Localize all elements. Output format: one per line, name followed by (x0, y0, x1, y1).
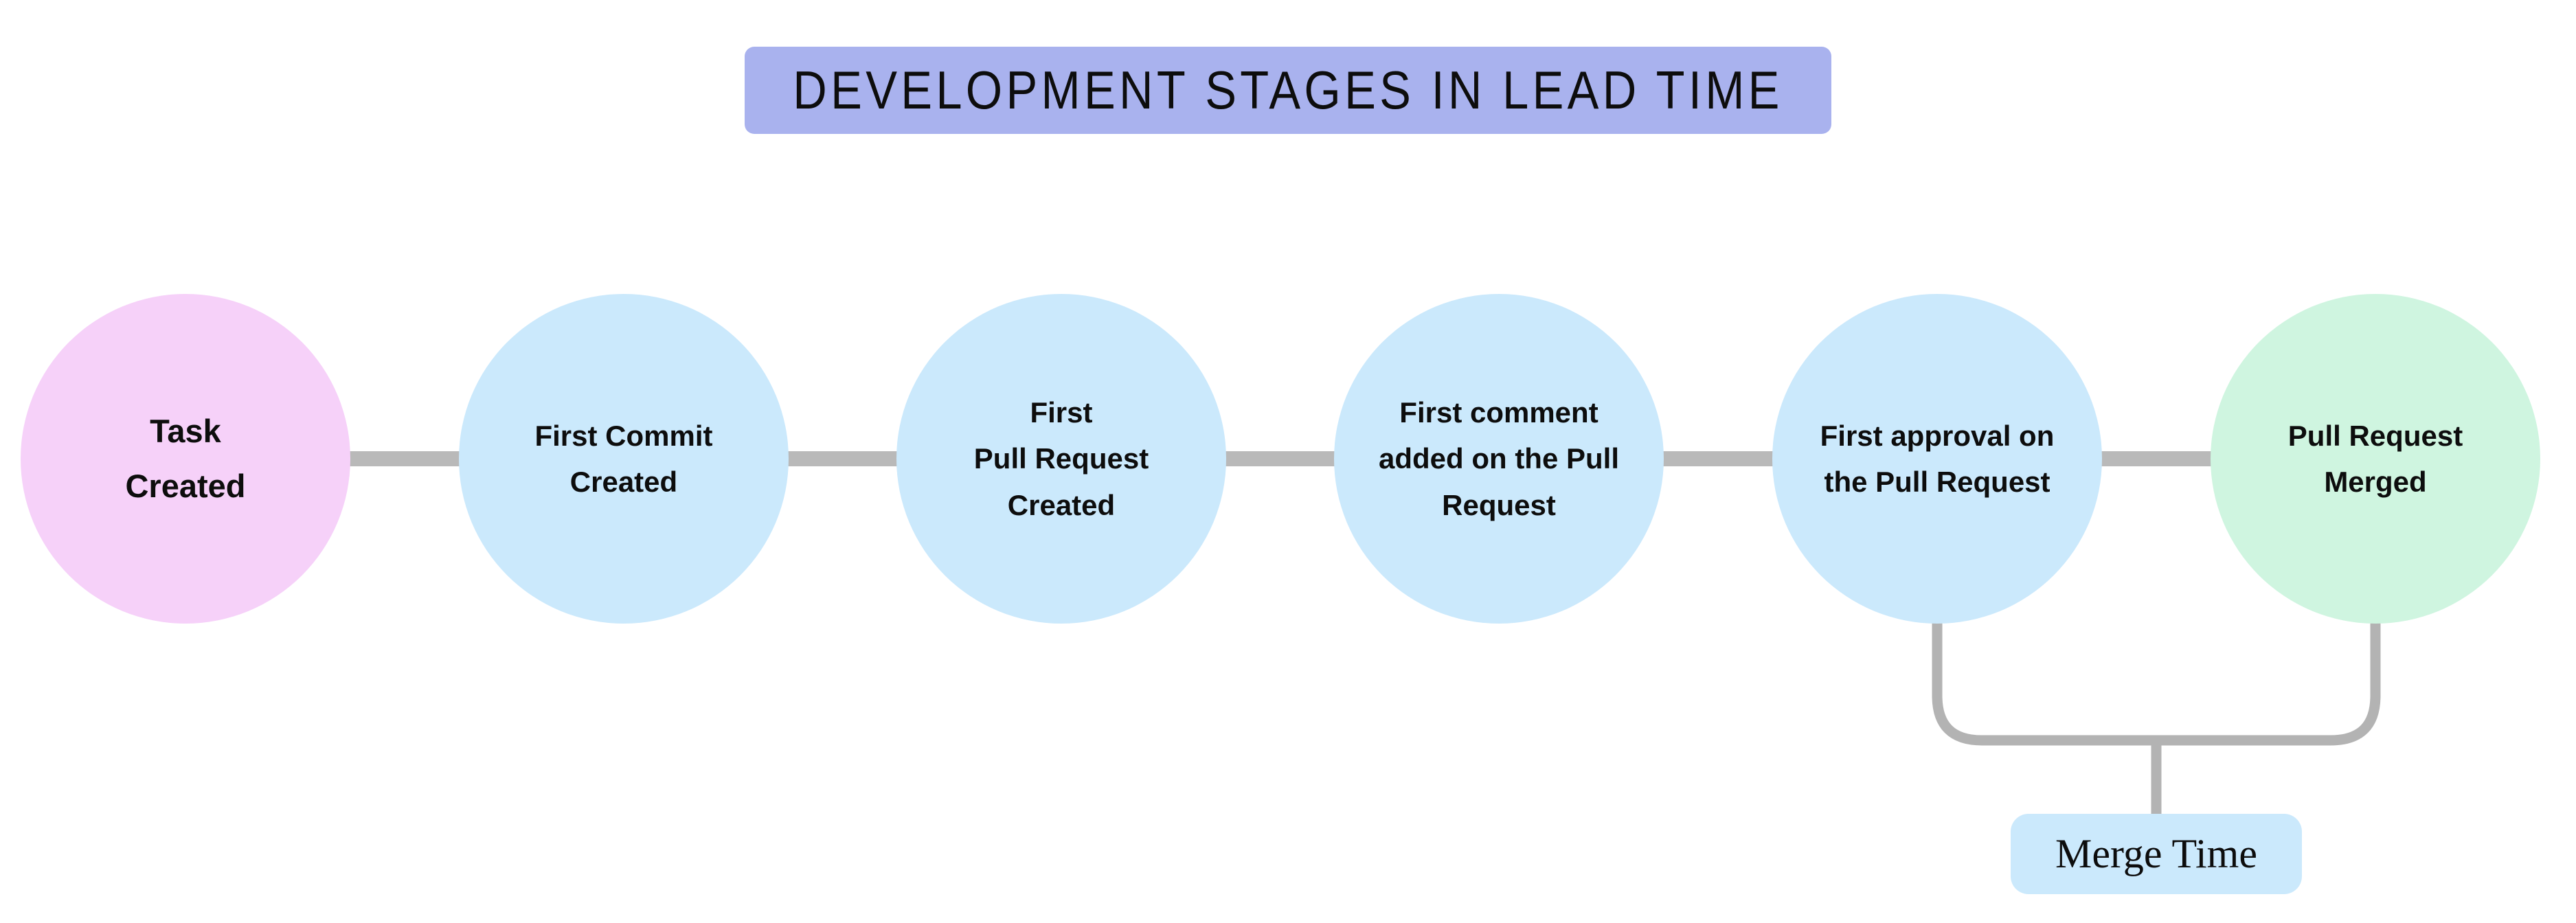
stage-task-created: Task Created (21, 294, 350, 624)
diagram-title-text: DEVELOPMENT STAGES IN LEAD TIME (793, 60, 1783, 120)
stage-label: Pull Request Merged (2287, 419, 2463, 498)
bracket-curve (1932, 620, 2381, 746)
stage-label: Task Created (125, 413, 246, 504)
stage-label: First Pull Request Created (973, 396, 1149, 521)
stage-pull-request-merged: Pull Request Merged (2211, 294, 2540, 624)
merge-time-label: Merge Time (2011, 814, 2302, 894)
stage-first-commit-created: First Commit Created (459, 294, 789, 624)
stage-first-comment-added: First comment added on the Pull Request (1334, 294, 1664, 624)
stage-label: First comment added on the Pull Request (1378, 396, 1619, 521)
stage-label: First Commit Created (534, 419, 713, 498)
stage-first-approval: First approval on the Pull Request (1772, 294, 2102, 624)
merge-time-label-text: Merge Time (2055, 831, 2257, 876)
diagram-title: DEVELOPMENT STAGES IN LEAD TIME (745, 47, 1831, 134)
stage-first-pull-request-created: First Pull Request Created (896, 294, 1226, 624)
stage-label: First approval on the Pull Request (1820, 419, 2055, 498)
